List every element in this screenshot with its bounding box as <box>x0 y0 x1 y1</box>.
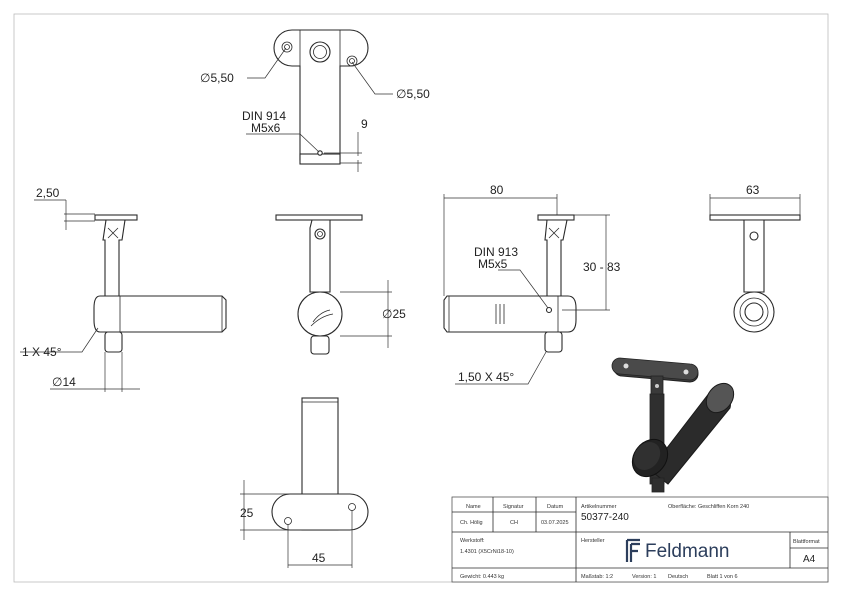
dim-chamfer-right: 1,50 X 45° <box>458 370 514 384</box>
tb-sheet: Blatt 1 von 6 <box>707 574 738 580</box>
tb-logo-text: Feldmann <box>645 541 730 562</box>
dim-25: 25 <box>240 506 254 520</box>
dim-9: 9 <box>361 117 368 131</box>
tb-sheet-format-label: Blattformat <box>793 539 820 545</box>
dim-din913-thread: M5x5 <box>478 257 508 271</box>
dim-din913: DIN 913 <box>474 245 518 259</box>
tb-article-number: 50377-240 <box>581 512 629 523</box>
dim-chamfer-left: 1 X 45° <box>22 345 62 359</box>
tb-date: 03.07.2025 <box>541 520 569 526</box>
isometric-render <box>611 357 735 493</box>
tb-sheet-format: A4 <box>803 554 816 565</box>
dim-dia-14: ∅14 <box>52 375 76 389</box>
bottom-view <box>240 397 369 568</box>
tb-weight: Gewicht: 0.443 kg <box>460 574 504 580</box>
tb-language: Deutsch <box>668 574 688 580</box>
dim-height-range: 30 - 83 <box>583 260 621 274</box>
dim-din914-thread: M5x6 <box>251 121 281 135</box>
dim-hole-right: ∅5,50 <box>396 87 430 101</box>
side-view-middle <box>275 214 392 355</box>
feldmann-logo-icon <box>625 538 640 562</box>
end-view-right <box>709 194 801 333</box>
front-view-right <box>443 194 610 385</box>
dim-45: 45 <box>312 551 326 565</box>
tb-name: Ch. Hölig <box>460 520 483 526</box>
dim-plate-width: 63 <box>746 183 760 197</box>
tb-manufacturer-label: Hersteller <box>581 538 605 544</box>
tb-col-name: Name <box>466 504 481 510</box>
top-view <box>246 29 393 172</box>
dim-dia-25: ∅25 <box>382 307 406 321</box>
tb-signature: CH <box>510 520 518 526</box>
tb-article-label: Artikelnummer <box>581 504 617 510</box>
dim-din914: DIN 914 <box>242 109 286 123</box>
tb-surface: Oberfläche: Geschliffen Korn 240 <box>668 504 749 510</box>
tb-material-label: Werkstoff: <box>460 538 485 544</box>
dim-plate-thickness: 2,50 <box>36 186 60 200</box>
tb-version: Version: 1 <box>632 574 656 580</box>
tb-scale: Maßstab: 1:2 <box>581 574 613 580</box>
front-view-left <box>20 199 227 392</box>
tb-col-signature: Signatur <box>503 504 524 510</box>
tb-material: 1.4301 (X5CrNi18-10) <box>460 549 514 555</box>
dim-hole-left: ∅5,50 <box>200 71 234 85</box>
tb-col-date: Datum <box>547 504 564 510</box>
dim-length-80: 80 <box>490 183 504 197</box>
sheet-border <box>13 13 829 583</box>
